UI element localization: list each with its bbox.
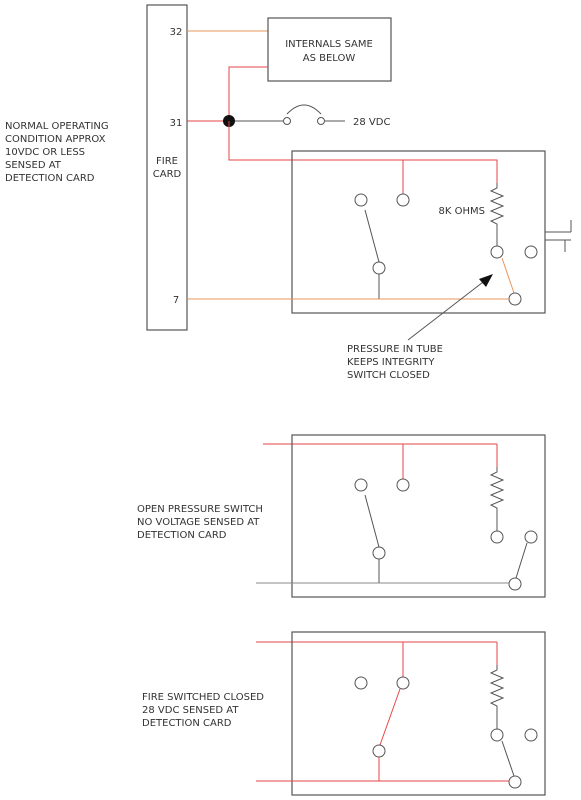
normal-note-line: 10VDC OR LESS [5, 147, 85, 158]
fire-note-line: DETECTION CARD [142, 718, 232, 729]
supply-voltage-label: 28 VDC [353, 117, 390, 128]
detector-3-resistor [489, 665, 505, 729]
detector-1-contact-return [508, 292, 522, 306]
normal-condition-note: NORMAL OPERATING CONDITION APPROX 10VDC … [5, 121, 109, 184]
supply-switch-contact-right [317, 117, 325, 125]
detector-1-fire-switch-arm [364, 209, 380, 263]
detector-1-contact-common [372, 261, 386, 275]
fire-note-line: FIRE SWITCHED CLOSED [142, 692, 264, 703]
detector-3-contact-fire [396, 676, 410, 690]
detector-3-contact-nc [354, 676, 368, 690]
fire-card [146, 4, 188, 331]
normal-note-line: DETECTION CARD [5, 173, 95, 184]
fire-card-label-line2: CARD [153, 169, 182, 180]
detector-2-resistor [489, 467, 505, 531]
normal-note-line: CONDITION APPROX [5, 134, 106, 145]
pressure-note-line: SWITCH CLOSED [347, 370, 430, 381]
detector-1-contact-nc [354, 193, 368, 207]
detector-3-fire-switch-arm [379, 688, 401, 746]
pressure-pointer-line [407, 278, 488, 341]
fire-card-label-line1: FIRE [156, 156, 178, 167]
resistor-label: 8K OHMS [439, 206, 485, 217]
detector-box-1 [291, 150, 546, 314]
open-note-line: NO VOLTAGE SENSED AT [137, 517, 260, 528]
pin-31-to-internals-wire [228, 66, 268, 121]
detector-box-2 [291, 434, 546, 598]
detector-3-contact-return [508, 775, 522, 789]
normal-note-line: SENSED AT [5, 160, 62, 171]
detector-1-feed-wire [228, 121, 404, 195]
detector-1-integrity-switch-arm [501, 257, 515, 294]
detector-2-contact-return [508, 577, 522, 591]
pin-7-label: 7 [173, 295, 179, 306]
detector-2-fire-switch-arm [364, 494, 380, 548]
pressure-note: PRESSURE IN TUBE KEEPS INTEGRITY SWITCH … [347, 344, 443, 381]
detector-3-contact-integrity-top [490, 728, 504, 742]
internals-label-line2: AS BELOW [303, 53, 356, 64]
fire-closed-note: FIRE SWITCHED CLOSED 28 VDC SENSED AT DE… [142, 692, 264, 729]
detector-1-resistor-feed [403, 159, 498, 183]
internals-label-line1: INTERNALS SAME [285, 39, 373, 50]
detector-3-contact-integrity-side [524, 728, 538, 742]
detector-2-integrity-switch-arm [515, 542, 528, 579]
detector-2-contact-fire [396, 478, 410, 492]
pressure-note-line: KEEPS INTEGRITY [347, 357, 435, 368]
supply-switch-contact-left [283, 117, 291, 125]
detector-3-integrity-switch-arm [501, 740, 515, 777]
open-note-line: OPEN PRESSURE SWITCH [137, 504, 263, 515]
detector-2-contact-common [372, 546, 386, 560]
normal-note-line: NORMAL OPERATING [5, 121, 109, 132]
pressure-pointer-arrowhead [479, 274, 493, 287]
supply-switch-arc [286, 104, 322, 115]
detector-box-3 [291, 631, 546, 796]
fire-note-line: 28 VDC SENSED AT [142, 705, 239, 716]
detector-2-contact-integrity-side [524, 530, 538, 544]
open-note-line: DETECTION CARD [137, 530, 227, 541]
detector-3-contact-common [372, 744, 386, 758]
detector-1-contact-integrity-top [490, 245, 504, 259]
pin-31-label: 31 [170, 118, 183, 129]
open-switch-note: OPEN PRESSURE SWITCH NO VOLTAGE SENSED A… [137, 504, 263, 541]
internals-box [267, 17, 392, 82]
detector-2-contact-nc [354, 478, 368, 492]
detector-2-contact-integrity-top [490, 530, 504, 544]
pin-32-label: 32 [170, 27, 183, 38]
detector-1-resistor [489, 183, 505, 246]
detector-1-contact-integrity-side [524, 245, 538, 259]
detector-1-contact-fire [396, 193, 410, 207]
tube-fitting [545, 220, 572, 252]
pressure-note-line: PRESSURE IN TUBE [347, 344, 443, 355]
